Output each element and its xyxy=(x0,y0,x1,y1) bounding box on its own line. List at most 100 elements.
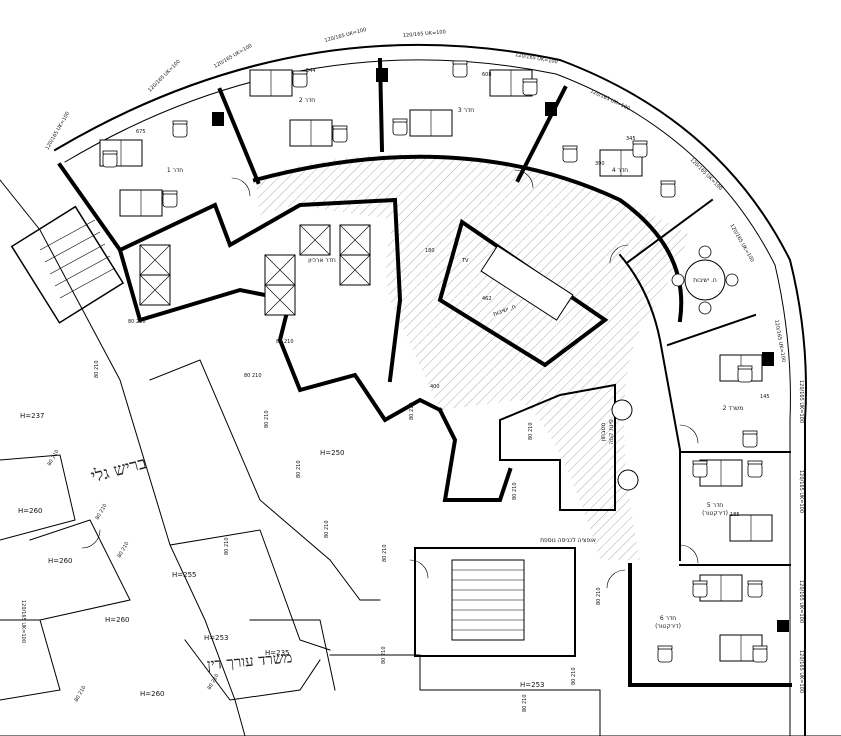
wall-r6-bottom xyxy=(628,563,792,687)
door-tag: 80 210 xyxy=(596,588,602,606)
wall-r1-r2 xyxy=(217,87,261,185)
door-swing xyxy=(609,244,629,264)
kitchen-tables xyxy=(611,399,639,491)
archive-label: חדר ארכיון xyxy=(308,257,336,264)
desk xyxy=(249,69,293,97)
stair-core xyxy=(414,547,576,657)
height-label: H=253 xyxy=(204,634,229,642)
door-tag: 80 210 xyxy=(128,319,146,325)
neighbor-bottom-walls xyxy=(0,619,841,736)
chair xyxy=(172,120,188,138)
archive-shelf xyxy=(264,254,296,286)
dimension-label: TV xyxy=(461,258,469,264)
room-5-sub-label: (דירקטור) xyxy=(702,510,728,517)
column xyxy=(376,68,388,82)
door-tag: 80 210 xyxy=(522,695,528,713)
archive-wall xyxy=(117,197,403,383)
dimension-label: 345 xyxy=(626,136,636,142)
window-tag: 120/165 UK=100 xyxy=(773,319,786,362)
door-tag: 80 210 xyxy=(47,449,61,467)
door-swing xyxy=(606,569,626,589)
door-swing xyxy=(514,169,534,189)
window-tag: 120/165 UK=100 xyxy=(515,52,558,65)
height-label: H=235 xyxy=(265,649,290,657)
desk xyxy=(729,514,773,542)
chair xyxy=(737,365,753,383)
door-tag: 80 210 xyxy=(296,461,302,479)
desk xyxy=(119,189,163,217)
window-tag: 120/165 UK=100 xyxy=(403,29,446,39)
chair xyxy=(692,460,708,478)
chair xyxy=(522,78,538,96)
dimension-label: 145 xyxy=(760,394,770,400)
chair xyxy=(332,125,348,143)
room-5-label: חדר 5 xyxy=(707,502,723,509)
door-tag: 80 210 xyxy=(381,647,387,665)
door-tag: 80 210 xyxy=(207,673,221,691)
column xyxy=(545,102,557,116)
door-tag: 80 210 xyxy=(117,541,131,559)
height-label: H=255 xyxy=(172,571,197,579)
desk xyxy=(409,109,453,137)
room-6-sub-label: (דירקטור) xyxy=(655,623,681,630)
chair xyxy=(747,580,763,598)
dimension-label: 180 xyxy=(425,248,435,254)
chair xyxy=(162,190,178,208)
chair xyxy=(752,645,768,663)
chair xyxy=(562,145,578,163)
window-tag: 120/165 UK=100 xyxy=(798,470,804,513)
chair xyxy=(392,118,408,136)
dimension-label: 462 xyxy=(482,296,492,302)
wall-r4-ms xyxy=(626,198,714,264)
door-tag: 80 210 xyxy=(528,423,534,441)
kitchen-label: מטבחון xyxy=(600,423,607,442)
door-swing xyxy=(231,177,251,197)
door-tag: 80 210 xyxy=(95,503,109,521)
archive-shelf xyxy=(139,244,171,276)
office-2-label: משרד 2 xyxy=(723,405,744,412)
extra-entry-label: אופציה לכניסה נוספת xyxy=(540,537,596,544)
height-label: H=260 xyxy=(105,616,130,624)
door-tag: 80 210 xyxy=(94,361,100,379)
window-tag: 120/165 UK=100 xyxy=(728,223,755,263)
door-tag: 80 210 xyxy=(74,685,88,703)
inner-curve-wall xyxy=(252,154,684,323)
door-tag: 80 210 xyxy=(571,668,577,686)
room-1-label: חדר 1 xyxy=(167,167,183,174)
window-tag: 120/165 UK=100 xyxy=(20,600,26,643)
room-2-label: חדר 2 xyxy=(299,97,315,104)
door-swing xyxy=(679,424,699,444)
door-tag: 80 210 xyxy=(244,373,262,379)
outer-facade-line xyxy=(53,43,807,736)
dimension-label: 185 xyxy=(730,512,740,518)
chair xyxy=(632,140,648,158)
chair xyxy=(692,580,708,598)
archive-shelf xyxy=(339,254,371,286)
door-tag: 80 210 xyxy=(324,521,330,539)
round-meeting-table xyxy=(671,245,739,315)
dimension-label: 544 xyxy=(306,68,316,74)
door-tag: 80 210 xyxy=(512,483,518,501)
room-6-label: חדר 6 xyxy=(660,615,676,622)
entrance-block xyxy=(437,407,513,502)
window-tag: 120/165 UK=100 xyxy=(213,43,253,70)
left-stair xyxy=(10,205,125,324)
neighbor-left-label: בריש גלי xyxy=(89,453,149,487)
height-label: H=253 xyxy=(520,681,545,689)
door-tag: 80 210 xyxy=(382,545,388,563)
room-3-label: חדר 3 xyxy=(458,107,474,114)
conference-table xyxy=(480,245,574,321)
neighbor-left-walls xyxy=(0,179,381,736)
chair xyxy=(657,645,673,663)
window-tag: 120/165 UK=100 xyxy=(45,111,72,151)
desk xyxy=(289,119,333,147)
dimension-label: 675 xyxy=(136,129,146,135)
door-swing xyxy=(81,529,101,549)
height-label: H=250 xyxy=(320,449,345,457)
archive-shelf xyxy=(339,224,371,256)
height-label: H=260 xyxy=(18,507,43,515)
archive-shelf xyxy=(264,284,296,316)
dimension-label: 608 xyxy=(482,72,492,78)
door-tag: 80 210 xyxy=(264,411,270,429)
